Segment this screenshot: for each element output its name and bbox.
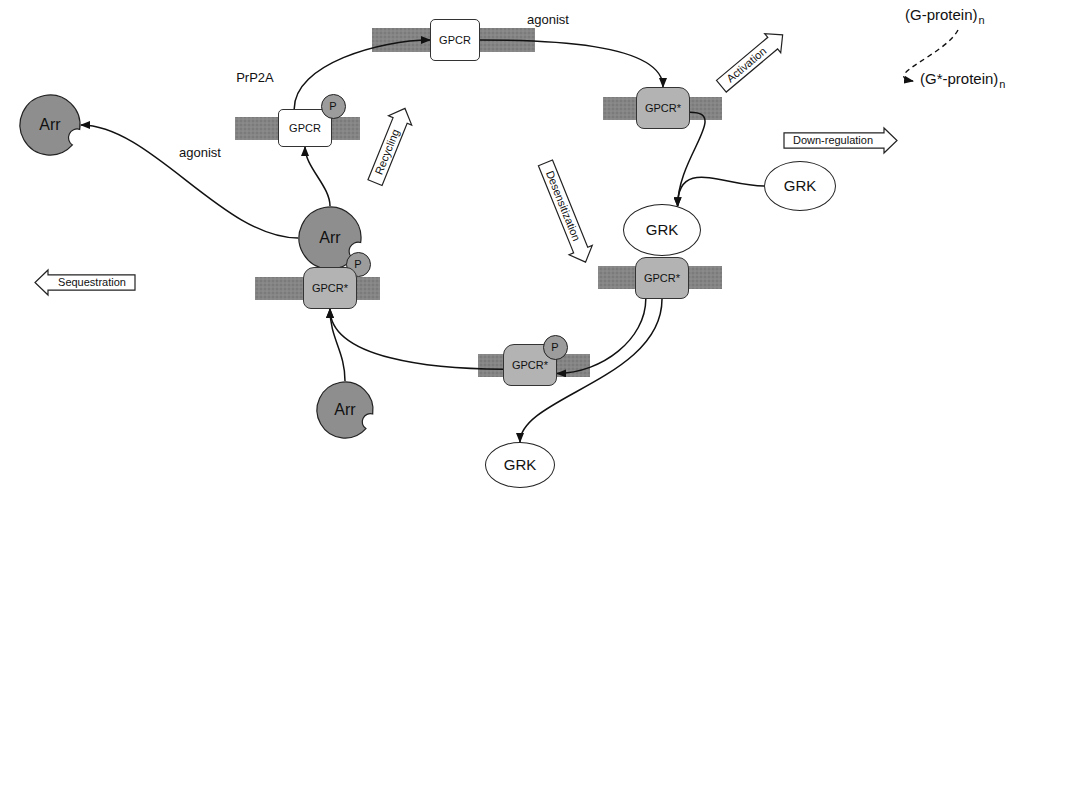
node-text: GRK xyxy=(784,177,817,194)
node-text: GPCR* xyxy=(645,102,681,115)
subscript-label: n xyxy=(999,78,1005,91)
process-arrow: Sequestration xyxy=(34,269,136,296)
phosphate-circle: P xyxy=(543,335,568,360)
node-text: Sequestration xyxy=(58,276,126,289)
node-text: P xyxy=(551,341,558,354)
arrestin-outline xyxy=(317,382,373,438)
hollow-arrow-outline xyxy=(713,25,790,96)
receptor-box: GPCR xyxy=(430,19,480,61)
edge-label: agonist xyxy=(525,13,571,28)
active-receptor-box: GPCR* xyxy=(635,257,689,299)
node-text: P xyxy=(354,258,361,271)
edge-label: agonist xyxy=(177,146,223,161)
node-text: GPCR xyxy=(439,34,471,47)
node-text: GPCR xyxy=(289,122,321,135)
cycle-arrow xyxy=(294,40,430,109)
kinase-ellipse: GRK xyxy=(623,204,701,256)
phosphate-circle: P xyxy=(321,94,346,119)
cycle-arrow xyxy=(330,309,345,381)
process-arrow: Desensitization xyxy=(532,156,598,267)
kinase-ellipse: GRK xyxy=(485,442,555,488)
edge-label: PrP2A xyxy=(234,71,276,86)
node-text: Down-regulation xyxy=(793,134,873,147)
node-text: Arr xyxy=(319,229,340,247)
cycle-arrow xyxy=(81,125,298,238)
hollow-arrow-outline xyxy=(35,270,135,295)
cycle-arrow xyxy=(557,299,646,373)
text-label: (G*-protein) xyxy=(920,70,998,87)
active-receptor-box: GPCR* xyxy=(303,267,357,309)
node-text: Recycling xyxy=(373,127,403,176)
node-text: GRK xyxy=(504,456,537,473)
text-label: (G-protein) xyxy=(905,6,978,23)
kinase-ellipse: GRK xyxy=(764,161,836,211)
node-text: Arr xyxy=(334,401,355,419)
node-text: Desensitization xyxy=(543,169,583,243)
arrestin-circle: Arr xyxy=(19,94,81,156)
node-text: GRK xyxy=(646,221,679,238)
node-text: Activation xyxy=(724,44,769,84)
process-arrow: Activation xyxy=(712,23,792,96)
process-arrow: Recycling xyxy=(362,102,418,188)
cycle-arrow xyxy=(480,40,663,87)
cycle-arrow xyxy=(678,177,764,206)
node-text: GPCR* xyxy=(512,359,548,372)
arrestin-circle: Arr xyxy=(316,381,374,439)
subscript-label: n xyxy=(979,14,985,27)
process-arrow: Down-regulation xyxy=(783,127,898,154)
node-text: GPCR* xyxy=(312,282,348,295)
active-receptor-box: GPCR* xyxy=(636,87,690,129)
cycle-arrow xyxy=(330,309,503,369)
hollow-arrow-outline xyxy=(363,103,416,187)
node-text: P xyxy=(329,100,336,113)
node-text: GPCR* xyxy=(644,272,680,285)
node-text: Arr xyxy=(39,116,60,134)
arrestin-outline xyxy=(20,95,80,155)
hollow-arrow-outline xyxy=(533,158,596,267)
hollow-arrow-outline xyxy=(784,128,897,153)
cycle-arrow xyxy=(305,147,330,206)
